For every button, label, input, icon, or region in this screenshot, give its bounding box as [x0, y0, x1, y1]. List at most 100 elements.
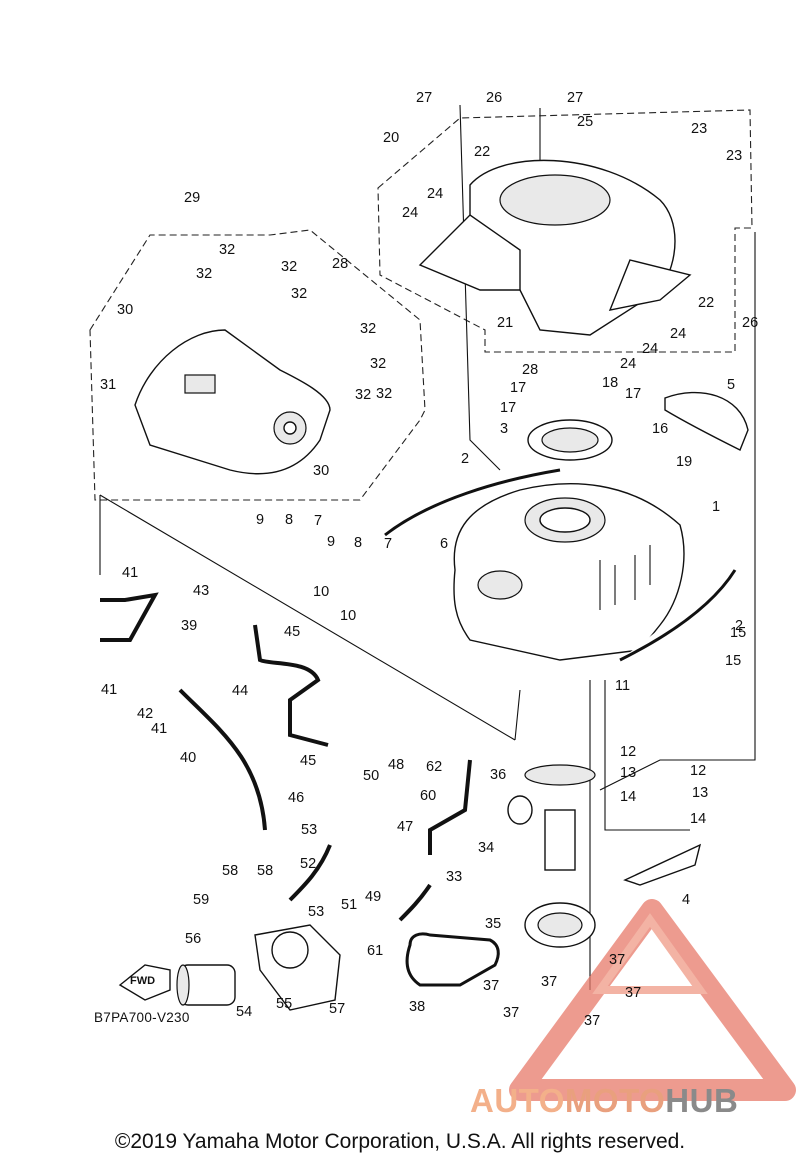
callout-24: 24: [427, 186, 443, 202]
fuel-pump: [507, 764, 596, 948]
callout-50: 50: [363, 768, 379, 784]
hose-39: [100, 592, 159, 642]
callout-28: 28: [522, 362, 538, 378]
callout-25: 25: [577, 114, 593, 130]
callout-14: 14: [690, 811, 706, 827]
callout-9: 9: [327, 534, 335, 550]
cover-5: [664, 391, 749, 451]
canister: [176, 964, 236, 1006]
callout-57: 57: [329, 1001, 345, 1017]
callout-52: 52: [300, 856, 316, 872]
callout-22: 22: [698, 295, 714, 311]
callout-22: 22: [474, 144, 490, 160]
callout-14: 14: [620, 789, 636, 805]
callout-9: 9: [256, 512, 264, 528]
callout-15: 15: [730, 625, 746, 641]
group-outline-tank-cover: [377, 109, 753, 353]
callout-17: 17: [625, 386, 641, 402]
callout-12: 12: [620, 744, 636, 760]
callout-8: 8: [354, 535, 362, 551]
callout-15: 15: [725, 653, 741, 669]
callout-59: 59: [193, 892, 209, 908]
callout-33: 33: [446, 869, 462, 885]
seal-strip-side: [619, 569, 737, 662]
callout-30: 30: [117, 302, 133, 318]
callout-32: 32: [376, 386, 392, 402]
callout-37: 37: [503, 1005, 519, 1021]
callout-41: 41: [151, 721, 167, 737]
callout-37: 37: [541, 974, 557, 990]
callout-24: 24: [620, 356, 636, 372]
callout-32: 32: [291, 286, 307, 302]
callout-35: 35: [485, 916, 501, 932]
callout-11: 11: [615, 678, 630, 694]
watermark-text: AUTOMOTOHUB: [470, 1082, 739, 1119]
callout-38: 38: [409, 999, 425, 1015]
handle-38: [405, 932, 500, 987]
callout-32: 32: [196, 266, 212, 282]
callout-41: 41: [122, 565, 138, 581]
side-cover-panel: [134, 329, 331, 475]
callout-49: 49: [365, 889, 381, 905]
callout-29: 29: [184, 190, 200, 206]
callout-47: 47: [397, 819, 413, 835]
callout-27: 27: [416, 90, 432, 106]
callout-27: 27: [567, 90, 583, 106]
callout-43: 43: [193, 583, 209, 599]
callout-7: 7: [314, 513, 322, 529]
callout-60: 60: [420, 788, 436, 804]
callout-10: 10: [340, 608, 356, 624]
callout-46: 46: [288, 790, 304, 806]
seal-strip-top: [384, 468, 561, 537]
watermark-logo: [509, 899, 796, 1101]
diagram-code: B7PA700-V230: [94, 1010, 190, 1025]
callout-1: 1: [712, 499, 720, 515]
callout-32: 32: [370, 356, 386, 372]
callout-17: 17: [510, 380, 526, 396]
callout-24: 24: [642, 341, 658, 357]
callout-12: 12: [690, 763, 706, 779]
callout-32: 32: [281, 259, 297, 275]
callout-54: 54: [236, 1004, 252, 1020]
callout-24: 24: [670, 326, 686, 342]
callout-45: 45: [284, 624, 300, 640]
group-outline-knee-pads: [89, 229, 426, 501]
callout-17: 17: [500, 400, 516, 416]
callout-58: 58: [257, 863, 273, 879]
callout-56: 56: [185, 931, 201, 947]
callout-24: 24: [402, 205, 418, 221]
callout-39: 39: [181, 618, 197, 634]
callout-labels: 1223456778899101011121213131414151516171…: [100, 90, 758, 1029]
hose-44: [253, 624, 329, 747]
callout-61: 61: [367, 943, 383, 959]
callout-7: 7: [384, 536, 392, 552]
callout-45: 45: [300, 753, 316, 769]
callout-44: 44: [232, 683, 248, 699]
callout-2: 2: [735, 618, 743, 634]
copyright-notice: ©2019 Yamaha Motor Corporation, U.S.A. A…: [114, 1130, 686, 1153]
callout-30: 30: [313, 463, 329, 479]
callout-36: 36: [490, 767, 506, 783]
hose-61: [398, 883, 432, 922]
callout-26: 26: [742, 315, 758, 331]
callout-40: 40: [180, 750, 196, 766]
hose-60: [428, 759, 472, 855]
callout-18: 18: [602, 375, 618, 391]
callout-51: 51: [341, 897, 357, 913]
callout-37: 37: [625, 985, 641, 1001]
callout-37: 37: [584, 1013, 600, 1029]
callout-53: 53: [301, 822, 317, 838]
callout-13: 13: [692, 785, 708, 801]
callout-37: 37: [483, 978, 499, 994]
callout-8: 8: [285, 512, 293, 528]
callout-2: 2: [461, 451, 469, 467]
callout-19: 19: [676, 454, 692, 470]
protector-4: [623, 843, 702, 886]
callout-58: 58: [222, 863, 238, 879]
callout-10: 10: [313, 584, 329, 600]
callout-32: 32: [355, 387, 371, 403]
canister-bracket: [254, 924, 341, 1011]
callout-32: 32: [219, 242, 235, 258]
